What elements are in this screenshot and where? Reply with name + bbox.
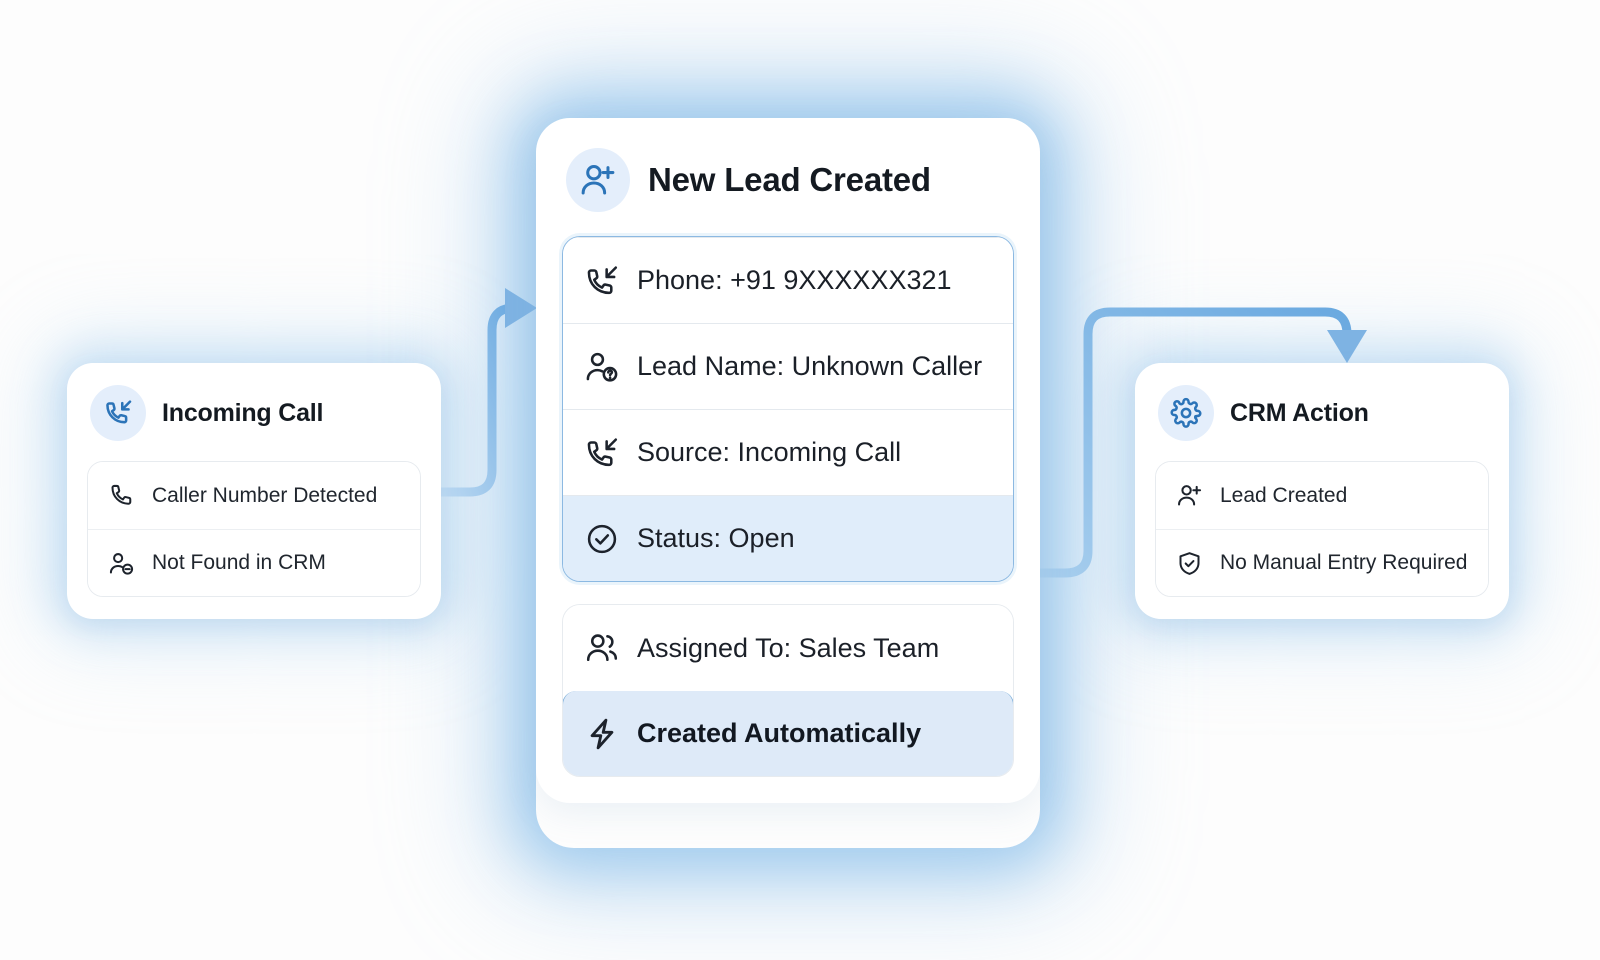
incoming-call-detail-panel: Caller Number Detected Not Found in CRM — [87, 461, 421, 597]
users-icon — [583, 629, 621, 667]
list-item[interactable]: No Manual Entry Required — [1156, 529, 1488, 596]
new-lead-card[interactable]: New Lead Created Phone: +91 9XXXXXX321 — [536, 118, 1040, 803]
crm-action-card-title: CRM Action — [1230, 398, 1369, 427]
user-question-icon — [583, 348, 621, 386]
new-lead-meta-panel: Assigned To: Sales Team Created Automati… — [562, 604, 1014, 777]
lead-row-label: Lead Name: Unknown Caller — [637, 351, 983, 381]
list-item-label: No Manual Entry Required — [1220, 551, 1468, 574]
gear-icon — [1158, 385, 1214, 441]
crm-action-detail-panel: Lead Created No Manual Entry Required — [1155, 461, 1489, 597]
list-item[interactable]: Lead Created — [1156, 462, 1488, 529]
list-item-label: Lead Created — [1220, 483, 1348, 507]
user-plus-icon — [566, 148, 630, 212]
new-lead-card-title: New Lead Created — [648, 161, 931, 198]
new-lead-detail-panel: Phone: +91 9XXXXXX321 Lead Name: Unknown… — [562, 236, 1014, 582]
lead-row-label: Created Automatically — [637, 718, 922, 748]
lead-row-assigned-to[interactable]: Assigned To: Sales Team — [563, 605, 1013, 691]
list-item[interactable]: Not Found in CRM — [88, 529, 420, 596]
list-item-label: Caller Number Detected — [152, 483, 378, 507]
shield-check-icon — [1174, 548, 1204, 578]
list-item-label: Not Found in CRM — [152, 551, 326, 574]
lead-row-label: Status: Open — [637, 523, 795, 553]
connector-incoming-call-to-new-lead — [436, 288, 537, 497]
incoming-call-icon — [583, 262, 621, 300]
lead-row-source[interactable]: Source: Incoming Call — [563, 409, 1013, 495]
crm-action-card[interactable]: CRM Action Lead Created — [1135, 363, 1509, 619]
incoming-call-card[interactable]: Incoming Call Caller Number Detected — [67, 363, 441, 619]
incoming-call-icon — [90, 385, 146, 441]
bolt-icon — [583, 715, 621, 753]
crm-action-card-header: CRM Action — [1155, 385, 1489, 441]
incoming-call-card-title: Incoming Call — [162, 398, 324, 427]
incoming-call-card-header: Incoming Call — [87, 385, 421, 441]
user-plus-icon — [1174, 481, 1204, 511]
lead-row-label: Phone: +91 9XXXXXX321 — [637, 265, 952, 295]
lead-row-phone[interactable]: Phone: +91 9XXXXXX321 — [563, 237, 1013, 323]
phone-icon — [106, 481, 136, 511]
incoming-call-icon — [583, 434, 621, 472]
lead-row-created-automatically[interactable]: Created Automatically — [563, 691, 1013, 776]
lead-row-label: Assigned To: Sales Team — [637, 632, 940, 663]
user-minus-icon — [106, 548, 136, 578]
lead-row-name[interactable]: Lead Name: Unknown Caller — [563, 323, 1013, 409]
check-circle-icon — [583, 520, 621, 558]
list-item[interactable]: Caller Number Detected — [88, 462, 420, 529]
lead-row-status[interactable]: Status: Open — [563, 495, 1013, 581]
new-lead-card-header: New Lead Created — [562, 148, 1014, 212]
lead-row-label: Source: Incoming Call — [637, 437, 902, 467]
